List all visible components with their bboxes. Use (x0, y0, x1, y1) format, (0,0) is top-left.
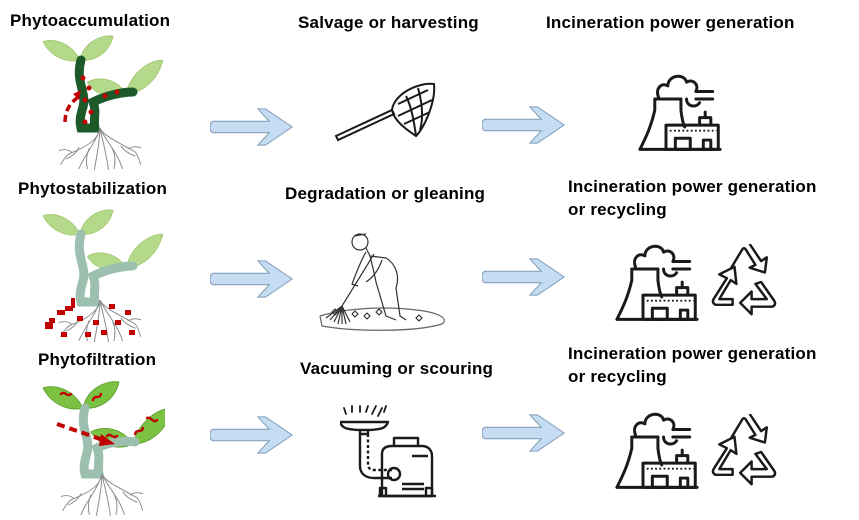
disposal-label-2-line1: Incineration power generation (568, 177, 817, 196)
method-label-phytoaccumulation: Phytoaccumulation (10, 11, 171, 30)
plant-stabilization-icon (35, 206, 165, 346)
flow-arrow-3a (210, 414, 296, 456)
flow-arrow-2b (482, 256, 568, 298)
disposal-label-1: Incineration power generation (546, 13, 795, 32)
power-plant-icon (615, 240, 699, 326)
plant-filtration-icon (35, 378, 165, 518)
flow-arrow-3b (482, 412, 568, 454)
treatment-label-degradation: Degradation or gleaning (285, 184, 486, 203)
vacuum-cleaner-icon (340, 404, 436, 504)
recycle-icon (706, 414, 782, 490)
flow-arrow-2a (210, 258, 296, 300)
treatment-label-salvage: Salvage or harvesting (298, 13, 479, 32)
method-label-phytofiltration: Phytofiltration (38, 350, 157, 369)
flow-arrow-1a (210, 106, 296, 148)
disposal-label-3-line2: or recycling (568, 367, 667, 386)
man-raking-icon (316, 228, 458, 336)
power-plant-icon (638, 70, 722, 156)
plant-accumulation-icon (35, 32, 165, 172)
method-label-phytostabilization: Phytostabilization (18, 179, 168, 198)
treatment-label-vacuuming: Vacuuming or scouring (300, 359, 494, 378)
power-plant-icon (615, 408, 699, 494)
flow-arrow-1b (482, 104, 568, 146)
disposal-label-3-line1: Incineration power generation (568, 344, 817, 363)
butterfly-net-icon (332, 72, 442, 144)
disposal-label-2-line2: or recycling (568, 200, 667, 219)
recycle-icon (706, 244, 782, 320)
